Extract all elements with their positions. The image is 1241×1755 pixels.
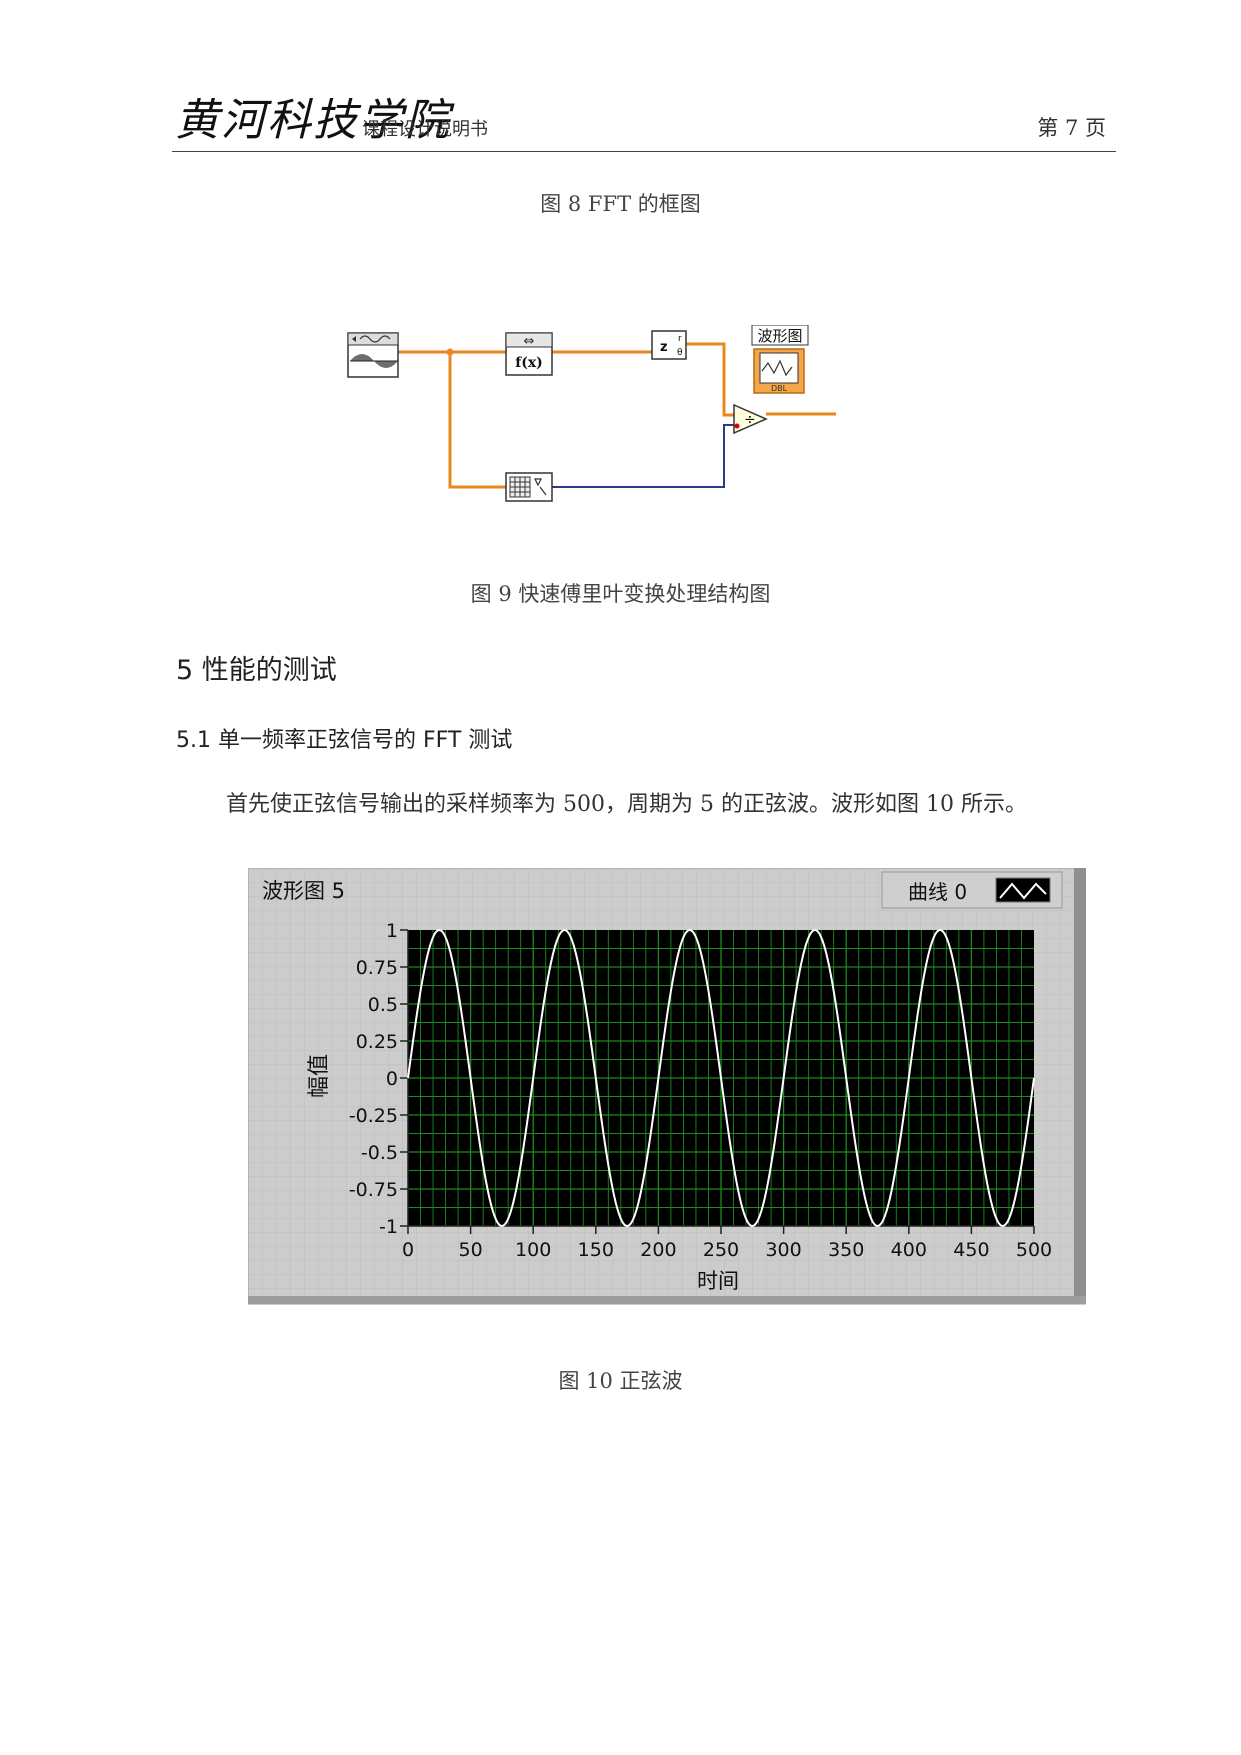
x-tick-label: 450: [953, 1239, 989, 1261]
x-tick-label: 250: [703, 1239, 739, 1261]
section-5-heading: 5 性能的测试: [176, 655, 337, 686]
y-tick-label: 0.25: [356, 1031, 398, 1053]
x-tick-label: 100: [515, 1239, 551, 1261]
wire-array-to-divide: [552, 424, 734, 488]
figure-9-caption: 图 9 快速傅里叶变换处理结构图: [470, 582, 771, 606]
x-tick-label: 500: [1016, 1239, 1052, 1261]
polar-r-label: r: [678, 334, 682, 344]
array-grid-icon: [509, 476, 531, 498]
fft-node: ⇔ f(x): [505, 332, 553, 376]
graph-title: 波形图 5: [262, 879, 345, 903]
x-tick-label: 400: [891, 1239, 927, 1261]
y-tick-label: -1: [379, 1216, 398, 1238]
section-5-1-heading: 5.1 单一频率正弦信号的 FFT 测试: [176, 728, 513, 753]
graph-terminal-label: 波形图: [757, 327, 802, 345]
y-axis-label: 幅值: [307, 1054, 332, 1098]
speaker-icon: [352, 336, 356, 342]
fx-label: f(x): [515, 355, 543, 371]
x-tick-label: 0: [402, 1239, 414, 1261]
y-tick-label: 1: [386, 920, 398, 942]
series-line-curve-0: [407, 928, 1035, 1228]
wire-polar-to-divide: [686, 342, 734, 417]
array-size-node: [505, 472, 553, 502]
divide-icon: ÷: [744, 412, 756, 428]
panel-bottom-edge: [248, 1296, 1086, 1304]
y-tick-label: -0.25: [349, 1105, 398, 1127]
legend-line-icon: [999, 882, 1047, 900]
divide-node: ÷: [733, 403, 768, 435]
simulate-signal-node: [347, 332, 399, 378]
fft-block-diagram: ⇔ f(x) z r θ ÷ 波形图 DBL: [347, 325, 836, 502]
x-tick-label: 200: [640, 1239, 676, 1261]
complex-to-polar-node: z r θ: [651, 330, 687, 360]
body-paragraph: 首先使正弦信号输出的采样频率为 500，周期为 5 的正弦波。波形如图 10 所…: [226, 792, 1027, 817]
x-axis-label: 时间: [697, 1269, 739, 1293]
page-number: 第 7 页: [1037, 116, 1106, 140]
waveform-graph-terminal: 波形图 DBL: [751, 325, 809, 394]
graph-icon: [761, 359, 793, 377]
polar-z-label: z: [660, 340, 668, 355]
figure-8-caption: 图 8 FFT 的框图: [540, 192, 701, 216]
school-logo: 黄河科技学院: [175, 95, 451, 146]
x-tick-label: 150: [578, 1239, 614, 1261]
polar-theta-label: θ: [677, 348, 683, 358]
figure-10-caption: 图 10 正弦波: [558, 1369, 683, 1393]
x-tick-label: 50: [459, 1239, 483, 1261]
y-tick-label: 0: [386, 1068, 398, 1090]
x-tick-label: 350: [828, 1239, 864, 1261]
wire-signal-to-array: [448, 352, 506, 489]
plot-legend: 曲线 0: [881, 871, 1063, 909]
panel-right-edge: [1074, 868, 1086, 1304]
legend-label: 曲线 0: [908, 880, 967, 904]
x-tick-label: 300: [765, 1239, 801, 1261]
dbl-label: DBL: [771, 384, 788, 393]
y-tick-label: 0.5: [368, 994, 398, 1016]
y-tick-label: -0.5: [361, 1142, 398, 1164]
y-tick-label: -0.75: [349, 1179, 398, 1201]
header-subtitle: 课程设计说明书: [362, 119, 488, 140]
y-tick-label: 0.75: [356, 957, 398, 979]
wire-junction: [446, 348, 454, 356]
bidirectional-arrow-icon: ⇔: [524, 334, 535, 349]
waveform-graph-panel: 波形图 5 曲线 0 幅值 时间 1 0.75 0.5 0.25 0 -0.25 -0.5 -…: [248, 868, 1086, 1305]
header-divider: [172, 151, 1116, 152]
